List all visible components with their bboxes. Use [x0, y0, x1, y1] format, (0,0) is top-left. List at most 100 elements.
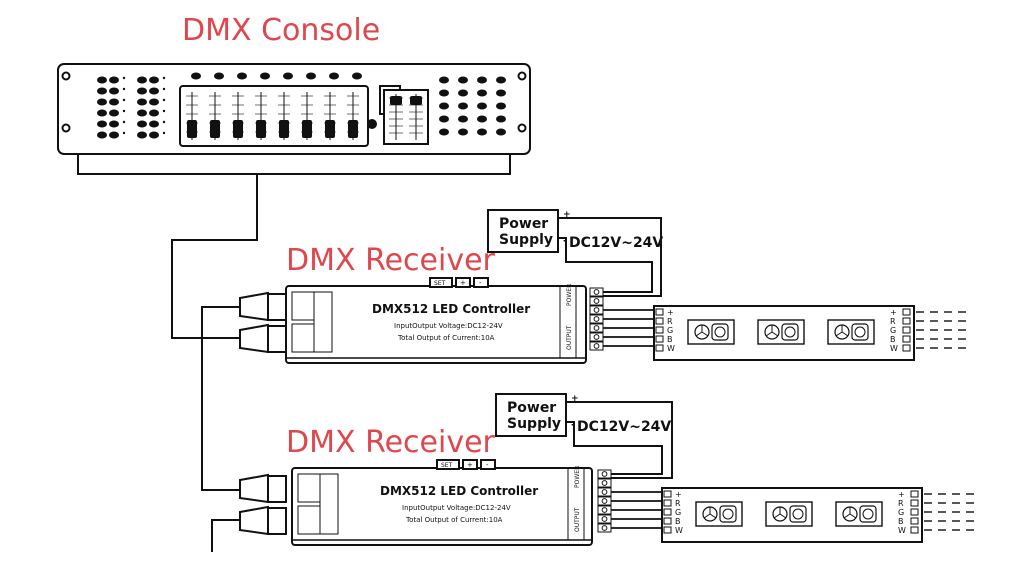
set-button[interactable]: [429, 277, 453, 288]
scanner-button-icon: [109, 98, 119, 106]
led-resistor-icon: [771, 331, 779, 337]
terminal-tag-strip: [559, 285, 577, 359]
strip-pin-label: +: [898, 490, 905, 499]
terminal-screw-icon: [601, 516, 608, 522]
terminal-block: [589, 287, 604, 351]
led-resistor-icon: [843, 513, 851, 519]
rack-hole-icon: [517, 71, 527, 81]
minus-button-label: -: [479, 279, 482, 287]
scanner-buttons: [97, 76, 166, 139]
xlr-connector-in: [239, 473, 287, 504]
console-title: DMX Console: [182, 13, 380, 48]
power-supply-box: [487, 209, 559, 253]
led-emitter-icon: [719, 505, 737, 523]
strip-pin-label: +: [890, 308, 897, 317]
function-button-icon: [477, 89, 487, 97]
terminal-screw-icon: [593, 307, 600, 313]
scanner-button-icon: [109, 120, 119, 128]
function-button-icon: [496, 128, 506, 136]
power-supply-label: Supply: [499, 232, 553, 248]
fader-knob-icon: [256, 120, 266, 138]
strip-pin-label: W: [667, 344, 675, 353]
receiver-title: DMX Receiver: [286, 425, 496, 460]
rack-hole-icon: [61, 71, 71, 81]
xlr-connector-out: [239, 505, 287, 536]
minus-button[interactable]: [480, 459, 496, 470]
led-resistor-icon: [779, 513, 787, 519]
solder-pad: [902, 326, 911, 334]
solder-pad: [902, 308, 911, 316]
led-emitter-icon: [714, 326, 726, 338]
channel-faders: [186, 92, 359, 140]
psu-plus-label: +: [563, 210, 571, 220]
led-emitter-icon: [862, 508, 874, 520]
controller-spec-current: Total Output of Current:10A: [397, 334, 495, 342]
strip-pin-label: B: [667, 335, 673, 344]
solder-pad: [663, 508, 672, 516]
xlr-connector-in: [239, 291, 287, 322]
output-tag: OUTPUT: [574, 507, 581, 532]
fader-bank: [179, 85, 369, 147]
scanner-button-icon: [109, 131, 119, 139]
led-indicator-icon: [122, 87, 126, 91]
scanner-button-icon: [137, 109, 147, 117]
terminal-screw-icon: [601, 471, 608, 477]
controller-spec-voltage: InputOutput Voltage:DC12-24V: [402, 504, 511, 512]
terminal-screw-icon: [593, 334, 600, 340]
led-emitter-icon: [789, 505, 807, 523]
scanner-button-icon: [149, 109, 159, 117]
led-indicator-icon: [122, 120, 126, 124]
function-button-icon: [496, 89, 506, 97]
function-button-icon: [496, 102, 506, 110]
solder-pad: [910, 490, 919, 498]
solder-pad: [910, 517, 919, 525]
scanner-button-icon: [97, 109, 107, 117]
led-indicator-icon: [162, 87, 166, 91]
set-button[interactable]: [436, 459, 460, 470]
solder-pad: [663, 517, 672, 525]
set-button-label: SET: [434, 280, 446, 287]
dmx-console: [57, 63, 531, 175]
channel-button-icon: [329, 72, 339, 80]
function-button-icon: [439, 115, 449, 123]
strip-pin-label: G: [667, 326, 673, 335]
strip-pin-label: +: [675, 490, 682, 499]
channel-button-icon: [306, 72, 316, 80]
plus-button-label: +: [460, 279, 466, 287]
led-emitter-icon: [781, 323, 799, 341]
dmx-signal-cable: [171, 174, 258, 552]
plus-button[interactable]: [455, 277, 471, 288]
fader-knob-icon: [348, 120, 358, 138]
scanner-button-icon: [137, 87, 147, 95]
function-button-icon: [458, 89, 468, 97]
led-indicator-icon: [162, 131, 166, 135]
fader-knob-icon: [187, 120, 197, 138]
channel-button-icon: [237, 72, 247, 80]
scanner-button-icon: [109, 76, 119, 84]
scanner-button-icon: [149, 87, 159, 95]
led-indicator-icon: [122, 98, 126, 102]
function-button-icon: [458, 115, 468, 123]
led-indicator-icon: [162, 120, 166, 124]
scanner-button-icon: [149, 120, 159, 128]
led-resistor-icon: [703, 513, 711, 519]
strip-pin-label: B: [675, 517, 681, 526]
function-button-icon: [477, 115, 487, 123]
psu-voltage-label: DC12V~24V: [577, 419, 671, 435]
led-resistor-icon: [709, 513, 717, 519]
led-resistor-icon: [773, 513, 781, 519]
controller-spec-voltage: InputOutput Voltage:DC12-24V: [394, 322, 503, 330]
minus-button[interactable]: [473, 277, 489, 288]
power-supply-label: Power: [507, 400, 556, 416]
strip-pin-label: G: [675, 508, 681, 517]
solder-pad: [655, 344, 664, 352]
solder-pad: [655, 335, 664, 343]
led-indicator-icon: [162, 98, 166, 102]
plus-button[interactable]: [462, 459, 478, 470]
strip-pin-label: W: [675, 526, 683, 535]
channel-button-icon: [214, 72, 224, 80]
terminal-screw-icon: [601, 525, 608, 531]
